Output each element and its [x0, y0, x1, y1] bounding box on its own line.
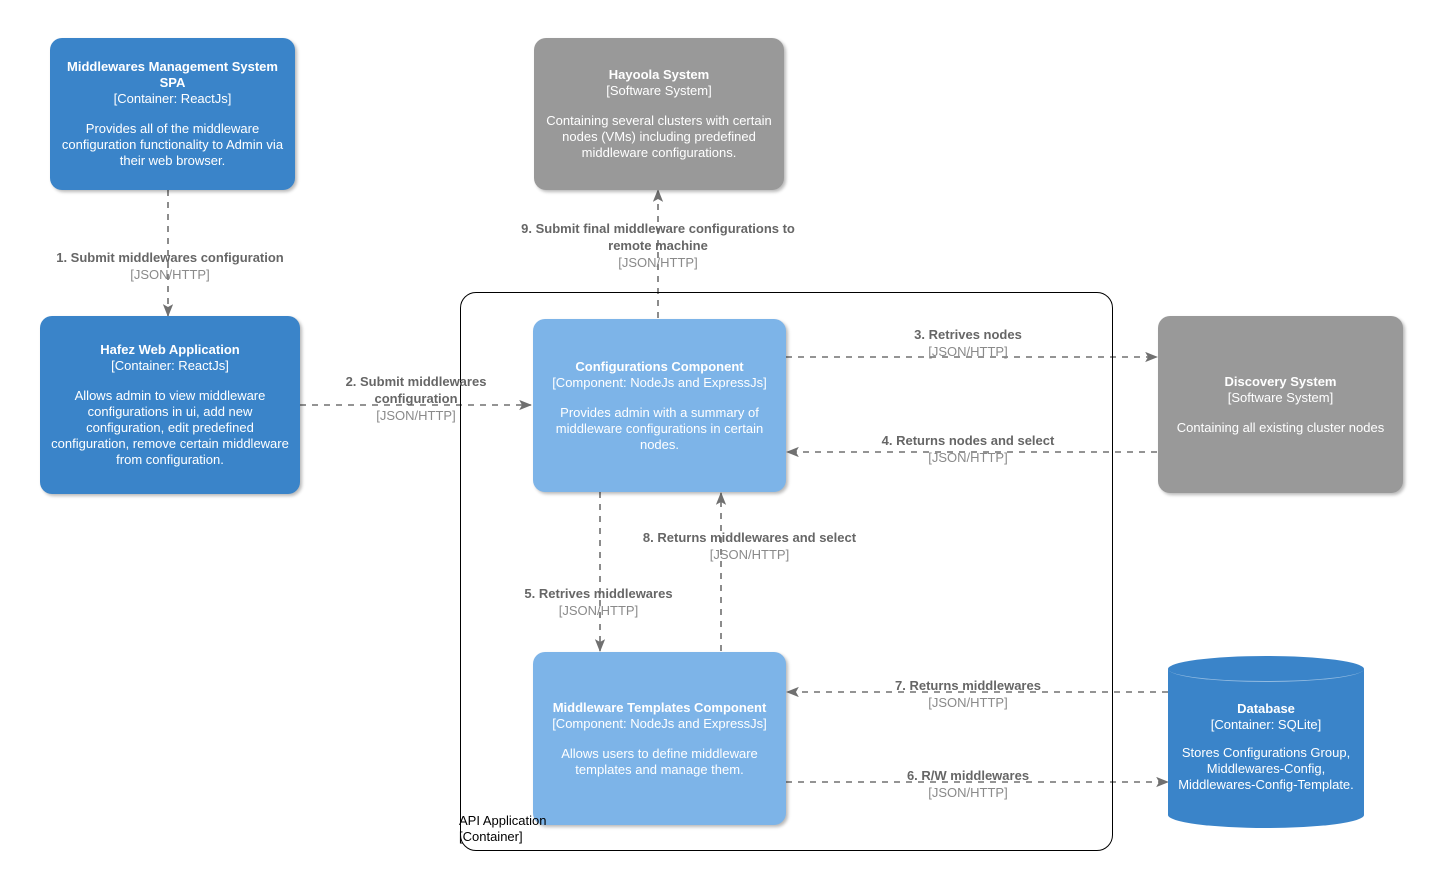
edge-label-9: 9. Submit final middleware configuration…	[498, 220, 818, 271]
node-database[interactable]: Database [Container: SQLite] Stores Conf…	[1168, 656, 1364, 828]
node-hayoola-system[interactable]: Hayoola System [Software System] Contain…	[534, 38, 784, 190]
edge-label-3: 3. Retrives nodes [JSON/HTTP]	[846, 326, 1090, 360]
node-description: Containing all existing cluster nodes	[1176, 419, 1385, 435]
node-tech: [Container: SQLite]	[1210, 717, 1322, 732]
edge-label-protocol: [JSON/HTTP]	[928, 450, 1008, 465]
node-title: Hayoola System	[608, 67, 710, 82]
edge-label-text: 2. Submit middlewares configuration	[345, 374, 487, 406]
edge-label-text: 1. Submit middlewares configuration	[56, 250, 284, 265]
edge-label-text: 4. Returns nodes and select	[881, 433, 1055, 448]
node-configurations-component[interactable]: Configurations Component [Component: Nod…	[533, 319, 786, 492]
node-description: Allows admin to view middleware configur…	[51, 388, 289, 467]
edge-label-4: 4. Returns nodes and select [JSON/HTTP]	[846, 432, 1090, 466]
node-title: Discovery System	[1224, 373, 1337, 389]
edge-label-7: 7. Returns middlewares [JSON/HTTP]	[846, 677, 1090, 711]
edge-label-protocol: [JSON/HTTP]	[618, 255, 698, 270]
api-application-boundary-label: API Application [Container]	[459, 813, 547, 844]
node-tech: [Component: NodeJs and ExpressJs]	[552, 374, 767, 390]
edge-label-5: 5. Retrives middlewares [JSON/HTTP]	[496, 585, 701, 619]
edge-label-text: 9. Submit final middleware configuration…	[521, 221, 795, 253]
edge-label-1: 1. Submit middlewares configuration [JSO…	[40, 249, 300, 283]
node-title: Hafez Web Application	[100, 342, 240, 357]
node-description: Containing several clusters with certain…	[546, 113, 772, 160]
edge-label-protocol: [JSON/HTTP]	[709, 547, 790, 562]
node-title: Configurations Component	[575, 358, 744, 374]
edge-label-text: 8. Returns middlewares and select	[642, 530, 857, 545]
node-tech: [Container: ReactJs]	[111, 358, 229, 373]
node-description: Allows users to define middleware templa…	[561, 745, 758, 777]
node-title: Middleware Templates Component	[552, 699, 767, 715]
node-description: Provides all of the middleware configura…	[61, 121, 284, 168]
edge-label-protocol: [JSON/HTTP]	[130, 267, 210, 282]
database-text: Database [Container: SQLite] Stores Conf…	[1168, 656, 1364, 828]
edge-label-6: 6. R/W middlewares [JSON/HTTP]	[846, 767, 1090, 801]
edge-label-2: 2. Submit middlewares configuration [JSO…	[336, 373, 496, 424]
node-middlewares-management-system-spa[interactable]: Middlewares Management System SPA [Conta…	[50, 38, 295, 190]
edge-label-text: 3. Retrives nodes	[914, 327, 1022, 342]
edge-label-text: 5. Retrives middlewares	[524, 586, 673, 601]
node-hafez-web-application[interactable]: Hafez Web Application [Container: ReactJ…	[40, 316, 300, 494]
database-cylinder-rim	[1168, 656, 1364, 682]
node-middleware-templates-component[interactable]: Middleware Templates Component [Componen…	[533, 652, 786, 825]
node-tech: [Software System]	[1227, 389, 1334, 405]
edge-label-text: 7. Returns middlewares	[895, 678, 1041, 693]
node-title: Middlewares Management System SPA	[67, 59, 278, 90]
edge-label-protocol: [JSON/HTTP]	[928, 344, 1008, 359]
edge-label-text: 6. R/W middlewares	[906, 768, 1030, 783]
edge-label-protocol: [JSON/HTTP]	[376, 408, 456, 423]
node-tech: [Component: NodeJs and ExpressJs]	[552, 715, 767, 731]
node-discovery-system[interactable]: Discovery System [Software System] Conta…	[1158, 316, 1403, 493]
edge-label-protocol: [JSON/HTTP]	[928, 785, 1008, 800]
node-description: Provides admin with a summary of middlew…	[555, 404, 764, 452]
node-description: Stores Configurations Group, Middlewares…	[1178, 745, 1354, 792]
edge-label-protocol: [JSON/HTTP]	[928, 695, 1008, 710]
edge-label-protocol: [JSON/HTTP]	[558, 603, 639, 618]
node-title: Database	[1237, 701, 1295, 716]
edge-label-8: 8. Returns middlewares and select [JSON/…	[613, 529, 886, 563]
node-tech: [Software System]	[606, 83, 712, 98]
database-cylinder-body	[1168, 669, 1364, 815]
node-tech: [Container: ReactJs]	[113, 91, 232, 106]
api-application-boundary	[460, 292, 1113, 851]
